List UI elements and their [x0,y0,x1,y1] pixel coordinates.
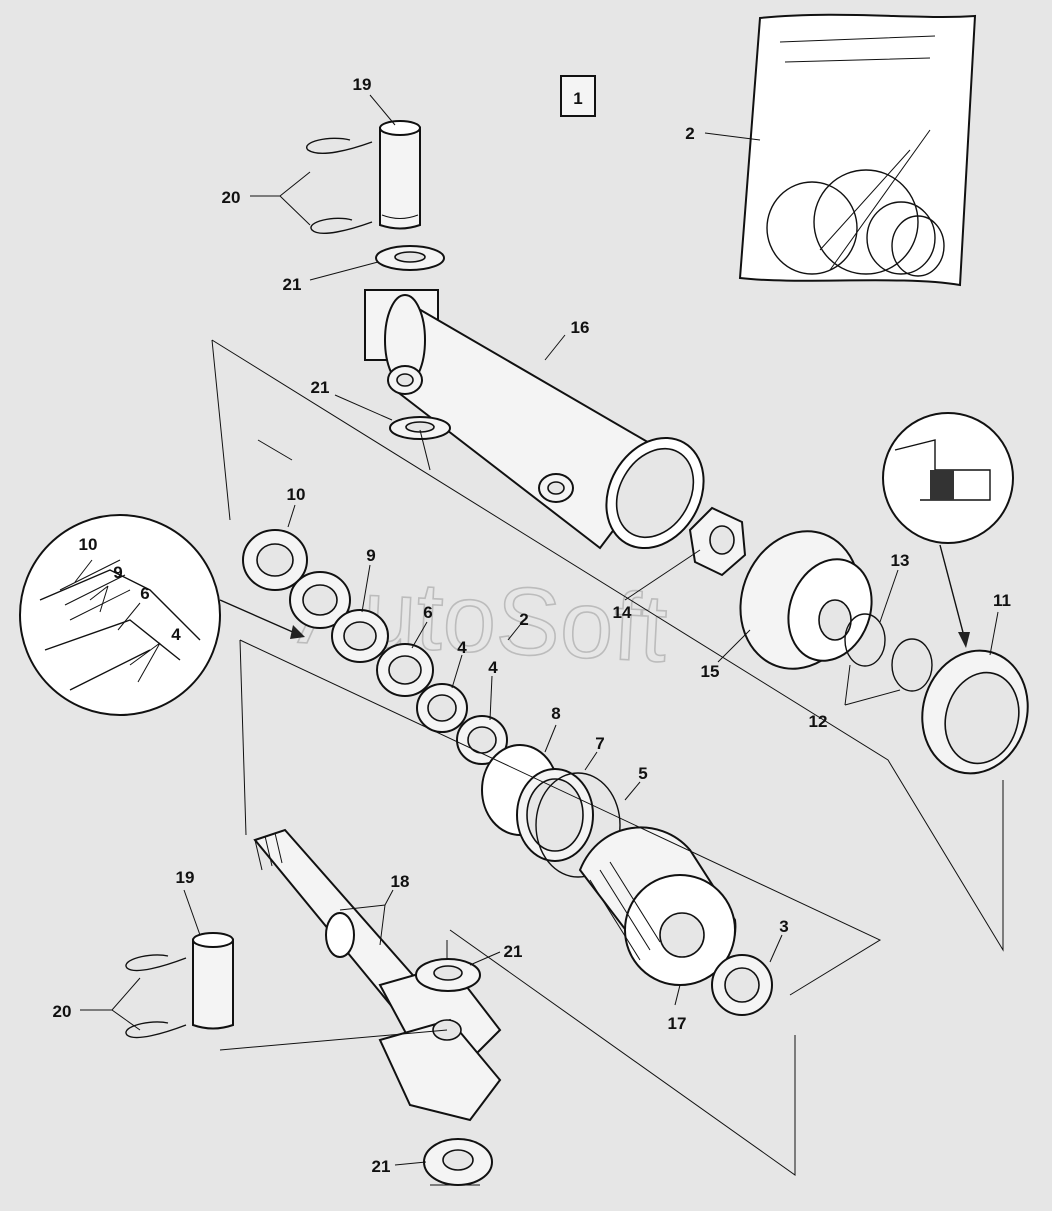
rod-washer-bottom [423,1138,493,1186]
callout-19-upper: 19 [353,75,372,94]
callout-21-body: 21 [311,378,330,397]
callout-21-bottom: 21 [372,1157,391,1176]
callout-2-bag: 2 [685,124,694,143]
callout-detail-9: 9 [113,563,122,582]
callout-6: 6 [423,603,432,622]
callout-12: 12 [809,712,828,731]
rod-washer-top [415,958,481,992]
seal-kit-bag [738,13,977,287]
figure-number: 1 [573,89,582,108]
callout-detail-6: 6 [140,584,149,603]
seal-ring-10 [242,529,308,591]
callout-15: 15 [701,662,720,681]
callout-11: 11 [993,591,1011,610]
callout-17: 17 [668,1014,687,1033]
callout-19-lower: 19 [176,868,195,887]
piston-rod [253,828,502,1122]
piston-15 [739,530,873,670]
callout-18: 18 [391,872,410,891]
seal-detail-left [19,514,305,716]
figure-number-box: 1 [560,75,596,117]
upper-washer [375,245,445,271]
callout-4b: 4 [488,658,498,677]
callout-21-upper: 21 [283,275,302,294]
seal-ring-4b [456,715,508,765]
gland-17 [578,826,737,986]
callout-7: 7 [595,734,604,753]
callout-5: 5 [638,764,647,783]
callout-8: 8 [551,704,560,723]
cylinder-body [364,289,705,550]
callout-20-upper: 20 [222,188,241,207]
lower-clips [125,954,187,1039]
nut-14 [688,506,747,577]
callout-3: 3 [779,917,788,936]
leader-lines [74,94,999,1166]
o-ring-5 [535,772,621,878]
callout-16: 16 [571,318,590,337]
callout-14: 14 [613,603,632,622]
callout-10: 10 [287,485,306,504]
seal-ring-4a [416,683,468,733]
callout-21-rod: 21 [504,942,523,961]
wiper-3 [711,954,773,1016]
assembly-lines [211,339,1004,1186]
o-rings-12-13 [844,613,933,692]
upper-clips [305,137,373,234]
callout-20-lower: 20 [53,1002,72,1021]
seal-ring-9a [289,571,351,629]
callout-detail-4: 4 [171,625,181,644]
callout-labels: 19 20 21 2 16 21 10 9 6 4 4 2 14 15 13 1… [53,75,1011,1176]
callout-13: 13 [891,551,910,570]
guide-ring-11 [921,649,1029,775]
seal-ring-6 [376,643,434,697]
callout-4a: 4 [457,638,467,657]
callout-9: 9 [366,546,375,565]
lower-pin [192,932,234,1030]
seal-detail-right [882,412,1014,648]
body-washer [389,416,451,440]
seal-ring-9b [331,609,389,663]
ring-7 [516,768,594,862]
callout-detail-10: 10 [79,535,98,554]
upper-pin [379,120,421,230]
callout-2-stack: 2 [519,610,528,629]
